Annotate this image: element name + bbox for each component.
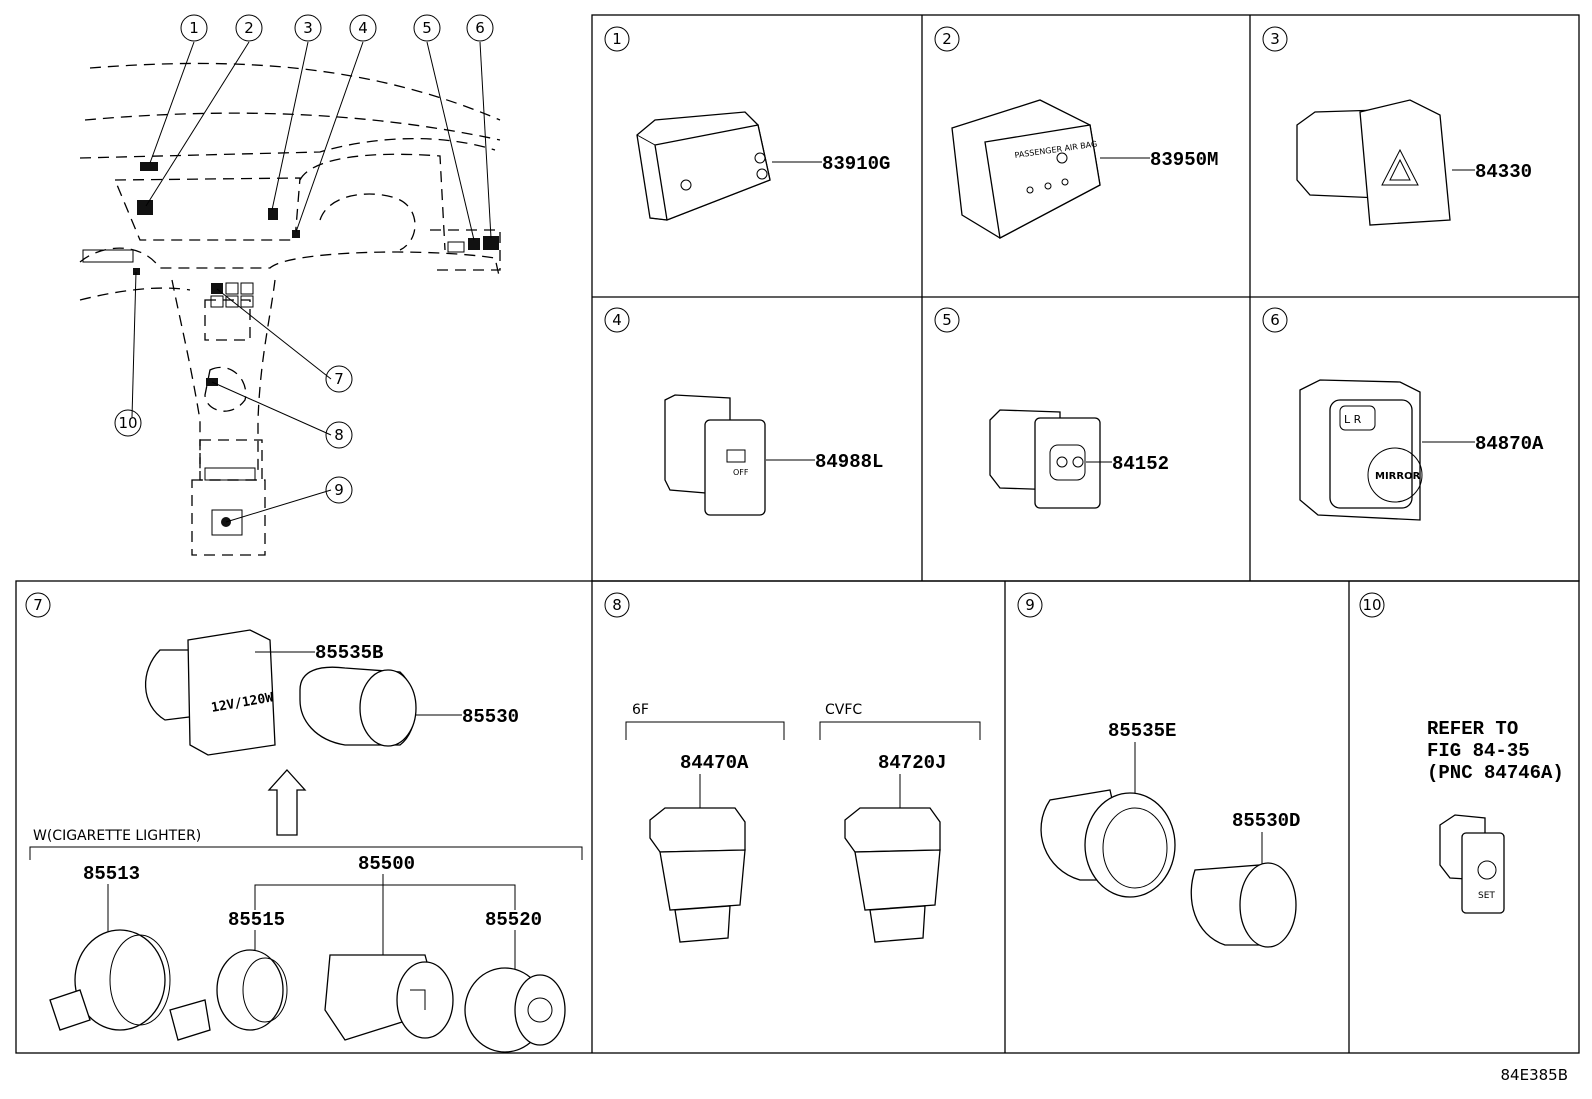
panel-callout-8: 8 xyxy=(604,592,630,618)
switch-text-off: OFF xyxy=(733,468,749,477)
switch-set-drawing: SET xyxy=(1439,814,1505,914)
pnc-84470a[interactable]: 84470A xyxy=(680,752,749,774)
svg-text:10: 10 xyxy=(1362,596,1381,614)
overview-callouts: 1 2 3 4 5 6 7 8 9 10 xyxy=(114,14,494,504)
switch-84470a-drawing xyxy=(649,807,746,943)
group-label-cigarette-lighter: W(CIGARETTE LIGHTER) xyxy=(33,828,201,844)
svg-text:7: 7 xyxy=(334,370,344,388)
panel-9: 9 85535E 85530D xyxy=(1017,592,1300,948)
pnc-84152[interactable]: 84152 xyxy=(1112,453,1169,475)
pnc-83910g[interactable]: 83910G xyxy=(822,153,890,175)
pnc-85500[interactable]: 85500 xyxy=(358,853,415,875)
pnc-85530[interactable]: 85530 xyxy=(462,706,519,728)
switch-text-mirror: MIRROR xyxy=(1375,471,1421,482)
pnc-85535b[interactable]: 85535B xyxy=(315,642,383,664)
pnc-84988l[interactable]: 84988L xyxy=(815,451,883,473)
panel-callout-4: 4 xyxy=(604,307,630,333)
panel-callout-7: 7 xyxy=(25,592,51,618)
svg-text:4: 4 xyxy=(612,311,622,329)
panel-2: 2 PASSENGER AIR BAG 83950M xyxy=(934,26,1218,240)
callout-4[interactable]: 4 xyxy=(349,14,377,42)
panel-callout-2: 2 xyxy=(934,26,960,52)
refer-to-note-line-3: (PNC 84746A) xyxy=(1427,762,1564,784)
cigarette-lighter-parts-drawing xyxy=(49,929,566,1053)
switch-84988l-drawing: OFF xyxy=(664,394,766,516)
pnc-85530d[interactable]: 85530D xyxy=(1232,810,1300,832)
svg-text:9: 9 xyxy=(1025,596,1035,614)
pnc-84330[interactable]: 84330 xyxy=(1475,161,1532,183)
callout-5[interactable]: 5 xyxy=(413,14,441,42)
svg-text:7: 7 xyxy=(33,596,43,614)
svg-text:8: 8 xyxy=(612,596,622,614)
socket-85535e-drawing xyxy=(1040,789,1176,898)
svg-text:2: 2 xyxy=(942,30,952,48)
callout-9[interactable]: 9 xyxy=(325,476,353,504)
switch-text-set: SET xyxy=(1478,891,1495,901)
panel-10: 10 REFER TO FIG 84-35 (PNC 84746A) SET xyxy=(1359,592,1564,914)
panel-1: 1 83910G xyxy=(604,26,890,221)
refer-to-note-line-1: REFER TO xyxy=(1427,718,1518,740)
panel-7: 7 12V/120W 85535B 85530 W(CIGARETTE LIGH… xyxy=(25,592,583,1053)
svg-text:9: 9 xyxy=(334,481,344,499)
pnc-85515[interactable]: 85515 xyxy=(228,909,285,931)
pnc-85535e[interactable]: 85535E xyxy=(1108,720,1176,742)
svg-text:8: 8 xyxy=(334,426,344,444)
svg-text:10: 10 xyxy=(118,414,137,432)
svg-text:1: 1 xyxy=(612,30,622,48)
panel-3: 3 84330 xyxy=(1262,26,1532,226)
panel-callout-6: 6 xyxy=(1262,307,1288,333)
switch-84330-drawing xyxy=(1296,99,1451,226)
svg-text:4: 4 xyxy=(358,19,368,37)
panel-callout-9: 9 xyxy=(1017,592,1043,618)
callout-3[interactable]: 3 xyxy=(294,14,322,42)
panel-grid xyxy=(15,14,1580,1054)
svg-text:6: 6 xyxy=(475,19,485,37)
callout-7[interactable]: 7 xyxy=(325,365,353,393)
switch-text-l-r: L R xyxy=(1344,413,1362,426)
svg-text:6: 6 xyxy=(1270,311,1280,329)
callout-8[interactable]: 8 xyxy=(325,421,353,449)
svg-text:1: 1 xyxy=(189,19,199,37)
pnc-85520[interactable]: 85520 xyxy=(485,909,542,931)
pnc-83950m[interactable]: 83950M xyxy=(1150,149,1218,171)
group-label-6f: 6F xyxy=(632,702,649,718)
panel-4: 4 OFF 84988L xyxy=(604,307,883,516)
panel-callout-3: 3 xyxy=(1262,26,1288,52)
panel-callout-10: 10 xyxy=(1359,592,1385,618)
switch-84870a-drawing: L R MIRROR xyxy=(1299,379,1423,521)
diagram-code: 84E385B xyxy=(1501,1066,1569,1084)
refer-to-note-line-2[interactable]: FIG 84-35 xyxy=(1427,740,1530,762)
svg-text:5: 5 xyxy=(942,311,952,329)
arrow-up-icon xyxy=(267,769,307,836)
pnc-85513[interactable]: 85513 xyxy=(83,863,140,885)
panel-8: 8 6F 84470A CVFC 84720J xyxy=(604,592,981,943)
group-label-cvfc: CVFC xyxy=(825,702,862,718)
panel-6: 6 L R MIRROR 84870A xyxy=(1262,307,1544,521)
dashboard-overview xyxy=(79,41,501,556)
switch-84720j-drawing xyxy=(844,807,941,943)
panel-callout-5: 5 xyxy=(934,307,960,333)
switch-83910g-drawing xyxy=(636,111,771,221)
switch-84152-drawing xyxy=(989,409,1101,509)
pnc-84720j[interactable]: 84720J xyxy=(878,752,946,774)
callout-2[interactable]: 2 xyxy=(235,14,263,42)
callout-6[interactable]: 6 xyxy=(466,14,494,42)
callout-1[interactable]: 1 xyxy=(180,14,208,42)
callout-10[interactable]: 10 xyxy=(114,409,142,437)
svg-text:5: 5 xyxy=(422,19,432,37)
svg-text:2: 2 xyxy=(244,19,254,37)
switch-83950m-drawing: PASSENGER AIR BAG xyxy=(951,99,1101,240)
pnc-84870a[interactable]: 84870A xyxy=(1475,433,1544,455)
socket-85530d-drawing xyxy=(1190,862,1297,948)
panel-5: 5 84152 xyxy=(934,307,1169,509)
svg-text:3: 3 xyxy=(303,19,313,37)
svg-text:3: 3 xyxy=(1270,30,1280,48)
panel-callout-1: 1 xyxy=(604,26,630,52)
power-socket-drawing: 12V/120W xyxy=(144,629,417,756)
